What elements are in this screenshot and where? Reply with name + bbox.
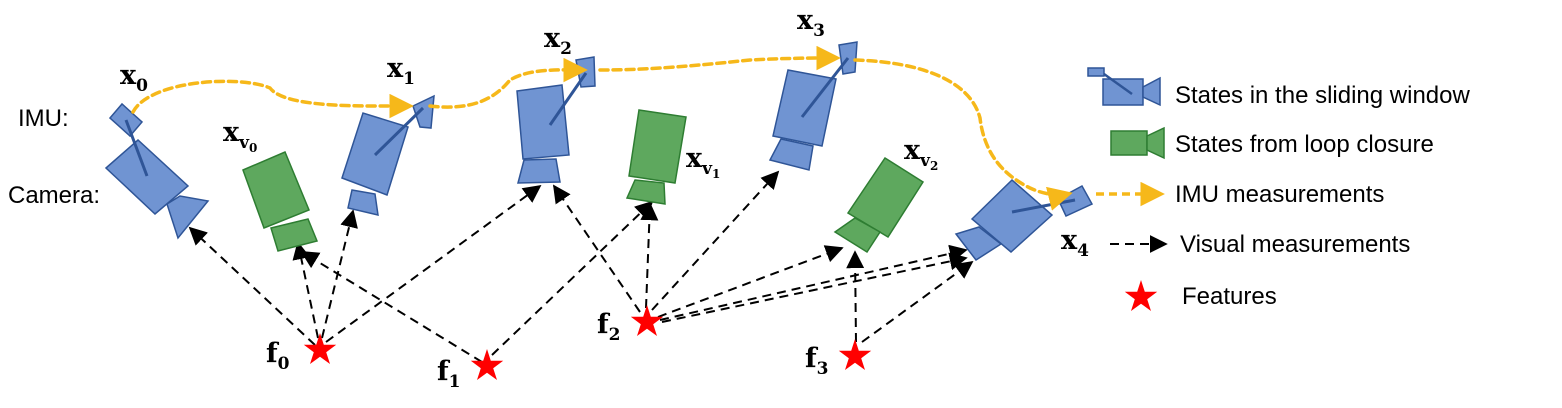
visual-arrow-f2-x3 (651, 170, 780, 311)
state-label-x2: x2 (544, 23, 572, 59)
legend-visual-label: Visual measurements (1180, 231, 1410, 258)
feature-star-f2 (630, 305, 664, 336)
legend: States in the sliding window States from… (1087, 67, 1471, 311)
visual-arrow-f3-xv2 (846, 250, 865, 343)
state-label-x4: x4 (1061, 225, 1089, 261)
visual-arrow-f2-xv2 (657, 245, 844, 318)
feature-star-f1 (470, 349, 504, 380)
visual-arrow-f2-xv1 (640, 202, 659, 309)
imu-arrow-x0-x1 (131, 79, 414, 119)
visual-arrow-f2-x2 (552, 184, 641, 313)
legend-features-label: Features (1182, 283, 1277, 310)
loop-state-xv0-camera (242, 151, 319, 252)
legend-imu-label: IMU measurements (1175, 181, 1384, 208)
legend-loop-icon (1110, 126, 1165, 160)
camera-side-label: Camera: (8, 182, 100, 209)
visual-arrow-f0-xv0 (292, 241, 319, 339)
feature-star-f0 (303, 333, 337, 364)
loop-state-xv1-camera (625, 109, 687, 205)
feature-label-f3: f3 (805, 343, 828, 379)
visual-measurement-arrows (188, 170, 974, 363)
visual-arrow-f0-x0 (188, 226, 316, 346)
features (303, 305, 872, 380)
legend-sliding-icon (1087, 67, 1161, 107)
visual-arrow-f3-x4 (861, 260, 974, 343)
feature-label-f1: f1 (437, 356, 460, 392)
legend-feature-star (1124, 280, 1158, 311)
visual-arrow-f1-xv1 (491, 200, 654, 356)
state-label-x1: x1 (387, 53, 415, 89)
loop-state-xv2-camera (833, 156, 925, 254)
state-x1-camera (341, 94, 435, 216)
imu-arrow-x2-x3 (598, 45, 841, 72)
loop-closure-states (242, 109, 925, 254)
imu-arrow-x1-x2 (428, 57, 588, 109)
visual-arrow-f2-x4b (661, 252, 968, 323)
state-x3-camera (768, 41, 858, 171)
loop-label-xv1: xv1 (686, 143, 720, 181)
imu-measurement-path (131, 45, 1073, 211)
visual-arrow-f1-xv0 (300, 251, 483, 363)
feature-label-f0: f0 (266, 338, 290, 374)
state-x2-camera (516, 56, 596, 184)
feature-label-f2: f2 (597, 309, 620, 345)
sliding-window-states (104, 41, 1094, 262)
state-label-x0: x0 (120, 60, 148, 96)
imu-arrow-x3-x4 (853, 58, 1073, 211)
state-x0-camera (104, 102, 210, 240)
loop-label-xv0: xv0 (223, 117, 257, 155)
imu-side-label: IMU: (18, 105, 69, 132)
state-label-x3: x3 (797, 5, 825, 41)
legend-loop-label: States from loop closure (1175, 131, 1434, 158)
legend-sliding-label: States in the sliding window (1175, 82, 1471, 109)
loop-label-xv2: xv2 (904, 135, 938, 173)
visual-arrow-f2-x4a (659, 244, 968, 321)
feature-star-f3 (838, 339, 872, 370)
